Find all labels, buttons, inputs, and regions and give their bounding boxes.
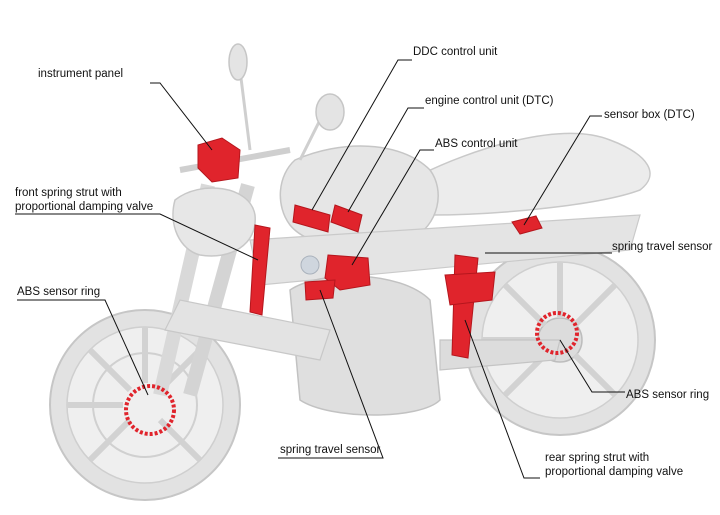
leader-abs-unit	[351, 149, 434, 266]
ddc-control-unit-part	[292, 204, 331, 233]
leader-sensor-box	[523, 115, 602, 226]
label-ddc-control-unit: DDC control unit	[413, 46, 498, 58]
front-spring-strut-part	[249, 224, 271, 316]
label-instrument-panel: instrument panel	[38, 68, 124, 80]
label-spring-travel-sensor-bottom: spring travel sensor	[280, 444, 381, 456]
spring-travel-sensor-rear-part	[444, 271, 496, 306]
leader-abs-ring-right	[559, 339, 625, 393]
label-engine-control-unit: engine control unit (DTC)	[425, 95, 554, 107]
abs-control-unit-part	[324, 254, 371, 291]
leader-engine	[347, 107, 424, 213]
instrument-panel-part	[197, 137, 241, 183]
label-abs-sensor-ring-right: ABS sensor ring	[626, 389, 710, 401]
label-rear-spring-strut-line2: proportional damping valve	[545, 466, 684, 478]
leader-front-strut	[15, 213, 259, 261]
abs-sensor-ring-front-part	[124, 384, 176, 436]
abs-sensor-ring-rear-part	[535, 311, 579, 355]
label-abs-control-unit: ABS control unit	[435, 138, 518, 150]
engine-control-unit-part	[330, 204, 363, 233]
label-sensor-box: sensor box (DTC)	[604, 109, 695, 121]
label-abs-sensor-ring-left: ABS sensor ring	[17, 286, 101, 298]
label-rear-spring-strut: rear spring strut with proportional damp…	[545, 451, 683, 479]
label-front-spring-strut-line1: front spring strut with	[15, 187, 122, 199]
label-front-spring-strut-line2: proportional damping valve	[15, 201, 154, 213]
label-rear-spring-strut-line1: rear spring strut with	[545, 452, 650, 464]
leader-instrument-panel	[150, 82, 213, 151]
leader-ddc	[311, 59, 412, 211]
leader-spring-sensor-bottom	[278, 289, 384, 459]
label-spring-travel-sensor-right: spring travel sensor	[612, 241, 713, 253]
leader-abs-ring-left	[17, 299, 149, 396]
leader-rear-strut	[464, 319, 540, 479]
label-front-spring-strut: front spring strut with proportional dam…	[15, 186, 153, 214]
front-wheel	[49, 309, 241, 501]
